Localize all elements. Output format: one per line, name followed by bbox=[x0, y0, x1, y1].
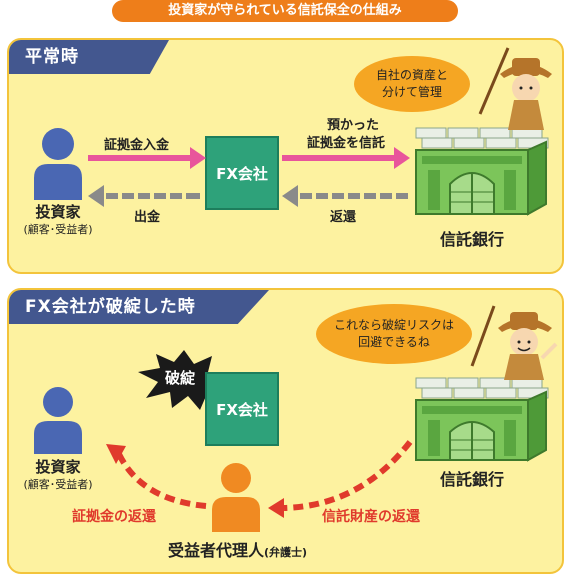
agent-sub-label: (弁護士) bbox=[264, 546, 308, 559]
trust-bank-label: 信託銀行 bbox=[440, 230, 505, 249]
fx-company-box: FX会社 bbox=[205, 136, 279, 210]
bankruptcy-label: 破綻 bbox=[165, 369, 196, 387]
investor-person-icon-bankrupt bbox=[34, 387, 82, 454]
bubble-line2: 分けて管理 bbox=[381, 85, 442, 99]
diagram-title: 投資家が守られている信託保全の仕組み bbox=[112, 0, 458, 22]
bubble-bankrupt-line1: これなら破綻リスクは bbox=[333, 317, 454, 332]
trust-label-line1: 預かった bbox=[326, 118, 379, 133]
trust-bank-building-icon bbox=[415, 127, 549, 216]
agent-main-label: 受益者代理人 bbox=[168, 541, 265, 560]
explorer-character-icon bbox=[478, 47, 552, 130]
deposit-arrow bbox=[88, 147, 206, 169]
trust-bank-label-bankrupt: 信託銀行 bbox=[440, 470, 505, 489]
investor-sublabel: (顧客･受益者) bbox=[23, 223, 93, 236]
trust-bank-building-icon-bankrupt bbox=[415, 377, 549, 462]
margin-return-label: 証拠金の返還 bbox=[72, 509, 156, 525]
trust-label-line2: 証拠金を信託 bbox=[306, 136, 385, 151]
beneficiary-agent-label: 受益者代理人(弁護士) bbox=[168, 537, 388, 561]
trust-asset-return-arrow bbox=[268, 440, 413, 518]
normal-section-label: 平常時 bbox=[9, 40, 169, 74]
withdraw-label: 出金 bbox=[134, 210, 161, 225]
return-label: 返還 bbox=[330, 210, 357, 225]
deposit-label: 証拠金入金 bbox=[104, 138, 170, 153]
fx-company-label-bankrupt: FX会社 bbox=[216, 400, 268, 419]
withdraw-arrow bbox=[88, 185, 200, 207]
speech-bubble-normal: 自社の資産と 分けて管理 bbox=[354, 56, 470, 112]
bubble-bankrupt-line2: 回避できるね bbox=[358, 335, 430, 349]
bubble-line1: 自社の資産と bbox=[375, 67, 448, 82]
trust-asset-return-label: 信託財産の返還 bbox=[322, 509, 420, 525]
explorer-character-icon-bankrupt bbox=[470, 305, 558, 380]
investor-sublabel-bankrupt: (顧客･受益者) bbox=[23, 478, 93, 491]
bankrupt-section-label: FX会社が破綻した時 bbox=[9, 290, 269, 324]
speech-bubble-bankrupt: これなら破綻リスクは 回避できるね bbox=[316, 304, 472, 364]
investor-person-icon bbox=[34, 128, 82, 200]
return-arrow bbox=[282, 185, 408, 207]
beneficiary-agent-person-icon bbox=[212, 463, 260, 532]
investor-label: 投資家 bbox=[35, 203, 81, 221]
investor-label-bankrupt: 投資家 bbox=[35, 458, 81, 476]
fx-company-label: FX会社 bbox=[216, 164, 268, 183]
trust-arrow bbox=[282, 147, 410, 169]
margin-return-arrow bbox=[106, 444, 207, 509]
fx-company-box-bankrupt: FX会社 bbox=[205, 372, 279, 446]
